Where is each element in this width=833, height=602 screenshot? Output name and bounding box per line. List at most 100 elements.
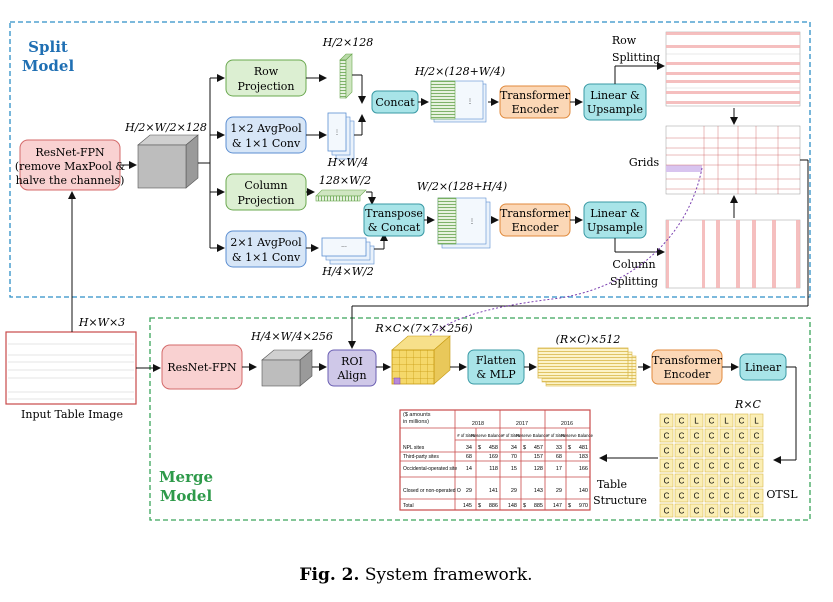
concat-feature-col: ⋮	[437, 197, 491, 249]
ts-cell-balance: 886	[489, 503, 498, 509]
otsl-token: L	[724, 417, 729, 426]
otsl-token: C	[679, 507, 685, 516]
row-projection-line1: Row	[254, 65, 279, 78]
otsl-cell	[719, 443, 734, 458]
avgpool-2x1-box	[225, 230, 307, 268]
otsl-cell	[674, 428, 689, 443]
ts-cell-sites: 29	[466, 488, 472, 494]
otsl-cell	[704, 428, 719, 443]
label-h2w2x128: H/2×W/2×128	[124, 121, 207, 134]
concat-input-lines	[352, 74, 388, 250]
svg-text:···: ···	[341, 244, 347, 251]
otsl-token: C	[709, 417, 715, 426]
otsl-cell	[659, 473, 674, 488]
flatten-mlp-line1: Flatten	[476, 354, 516, 367]
ts-cell-balance: 166	[579, 466, 588, 472]
otsl-token: C	[739, 417, 745, 426]
resnet-merge-label: ResNet-FPN	[167, 361, 237, 374]
row-projection-line2: Projection	[237, 80, 294, 93]
otsl-cell	[689, 443, 704, 458]
otsl-token: C	[679, 492, 685, 501]
ts-row-label: Closed or non-operated O	[403, 488, 461, 494]
split-model-frame	[9, 21, 811, 298]
ts-row-label: Occidental-operated site	[403, 466, 457, 472]
otsl-token: L	[694, 417, 699, 426]
otsl-cell	[659, 503, 674, 518]
otsl-token: C	[664, 417, 670, 426]
roi-feature-cube	[391, 335, 451, 385]
linear-merge-label: Linear	[745, 361, 782, 374]
otsl-token: C	[664, 477, 670, 486]
caption-text: System framework.	[359, 565, 532, 585]
split-title-line2: Model	[22, 57, 75, 75]
otsl-cell	[719, 488, 734, 503]
otsl-token: C	[724, 507, 730, 516]
ts-cell-balance: 169	[489, 454, 498, 460]
label-h4w4x256: H/4×W/4×256	[250, 330, 333, 343]
ts-cell-balance: 143	[534, 488, 543, 494]
split-feature-arrows	[306, 74, 327, 252]
otsl-cell	[749, 473, 764, 488]
otsl-cell	[659, 428, 674, 443]
ts-cell-sites: 29	[556, 488, 562, 494]
caption-prefix: Fig. 2.	[299, 565, 359, 585]
otsl-cell	[704, 413, 719, 428]
svg-text:⋮: ⋮	[469, 218, 475, 225]
otsl-token: C	[739, 462, 745, 471]
ts-cell-currency: $	[568, 503, 571, 509]
ts-row-label: Total	[403, 503, 414, 509]
svg-text:⋮: ⋮	[334, 129, 340, 136]
otsl-token: C	[754, 507, 760, 516]
input-table-image	[5, 331, 137, 405]
ts-cell-balance: 141	[489, 488, 498, 494]
label-128xw2: 128×W/2	[319, 174, 371, 187]
otsl-token: C	[664, 507, 670, 516]
ts-cell-sites: 17	[556, 466, 562, 472]
otsl-cell	[719, 413, 734, 428]
otsl-token: C	[679, 417, 685, 426]
concat-feature-row: ⋮	[430, 80, 487, 123]
label-w2x128h4: W/2×(128+H/4)	[417, 180, 507, 193]
input-table-caption: Input Table Image	[21, 408, 123, 421]
otsl-cell	[674, 458, 689, 473]
otsl-token: C	[709, 492, 715, 501]
otsl-token: C	[709, 507, 715, 516]
transformer-merge-line2: Encoder	[664, 368, 711, 381]
otsl-cell	[704, 503, 719, 518]
ts-cell-currency: $	[523, 445, 526, 451]
otsl-cell	[704, 443, 719, 458]
otsl-token: C	[754, 462, 760, 471]
avgpool-row-feature: ⋮	[327, 112, 355, 160]
grids-label: Grids	[629, 156, 660, 169]
otsl-token: C	[754, 492, 760, 501]
otsl-cell	[674, 488, 689, 503]
ts-cell-currency: $	[478, 445, 481, 451]
otsl-label: OTSL	[766, 488, 798, 501]
table-structure-line2: Structure	[593, 494, 647, 507]
label-h2x128: H/2×128	[322, 36, 374, 49]
avgpool-col-feature: ···	[321, 237, 375, 265]
transpose-concat-line1: Transpose	[365, 207, 423, 220]
transpose-concat-line2: & Concat	[368, 221, 421, 234]
ts-cell-sites: 15	[511, 466, 517, 472]
grid-roi-dotted-link	[396, 167, 703, 379]
label-hxwx3: H×W×3	[78, 316, 125, 329]
ts-cell-balance: 885	[534, 503, 543, 509]
avgpool-1x2-line1: 1×2 AvgPool	[230, 122, 302, 135]
otsl-cell	[689, 473, 704, 488]
column-splitting-line2: Splitting	[610, 275, 658, 288]
otsl-token: C	[724, 477, 730, 486]
otsl-cell	[659, 413, 674, 428]
otsl-cell	[659, 488, 674, 503]
label-rxcx7x7x256: R×C×(7×7×256)	[374, 322, 472, 335]
ts-cell-balance: 128	[534, 466, 543, 472]
otsl-cell	[674, 443, 689, 458]
otsl-cell	[719, 473, 734, 488]
ts-cell-balance: 183	[579, 454, 588, 460]
otsl-cell	[674, 503, 689, 518]
otsl-token: C	[694, 477, 700, 486]
rxc512-features	[537, 347, 637, 387]
otsl-cell	[704, 473, 719, 488]
label-rxc: R×C	[734, 398, 761, 411]
